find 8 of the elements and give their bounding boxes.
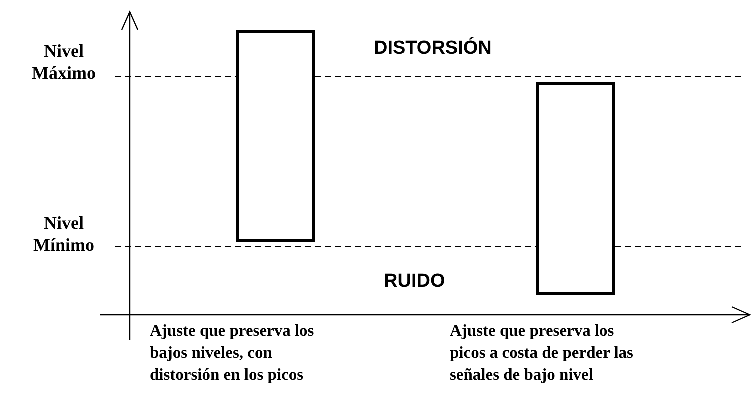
zone-label: DISTORSIÓN — [374, 38, 492, 60]
bar-caption: Ajuste que preserva los picos a costa de perder las señales de bajo nivel — [450, 320, 634, 386]
bar-caption: Ajuste que preserva los bajos niveles, con distorsión en los picos — [150, 320, 316, 386]
level-bar — [236, 30, 315, 242]
level-label: Nivel Máximo — [31, 40, 97, 84]
zone-label: RUIDO — [384, 271, 446, 293]
level-bar — [536, 82, 615, 295]
level-label: Nivel Mínimo — [32, 212, 96, 256]
